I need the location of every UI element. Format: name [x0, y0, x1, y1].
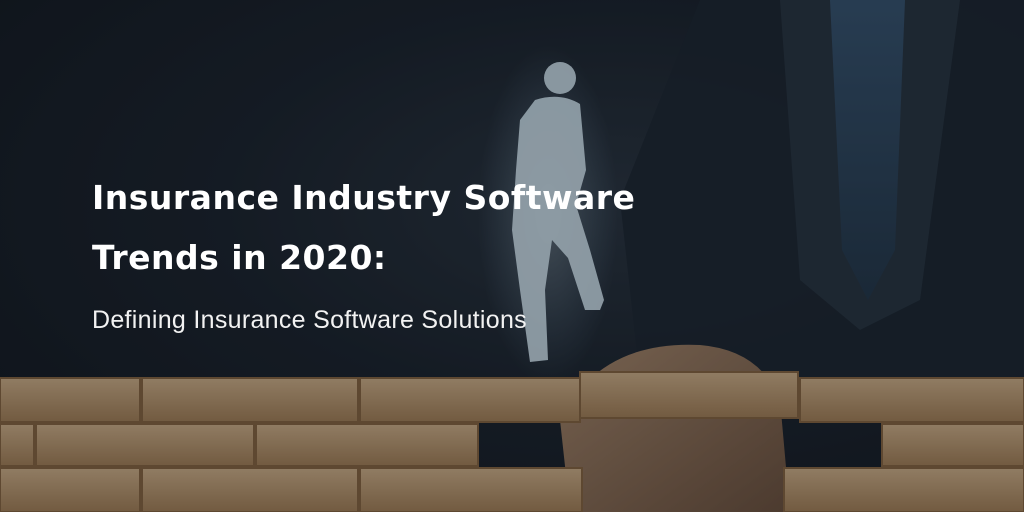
headline: Insurance Industry Software Trends in 20…	[92, 168, 635, 288]
subtitle: Defining Insurance Software Solutions	[92, 306, 527, 334]
brick-wall	[0, 371, 1024, 512]
walking-figure-icon	[512, 62, 604, 363]
tie-shape	[830, 0, 905, 300]
headline-line-2: Trends in 2020:	[92, 238, 387, 277]
headline-line-1: Insurance Industry Software	[92, 178, 636, 217]
